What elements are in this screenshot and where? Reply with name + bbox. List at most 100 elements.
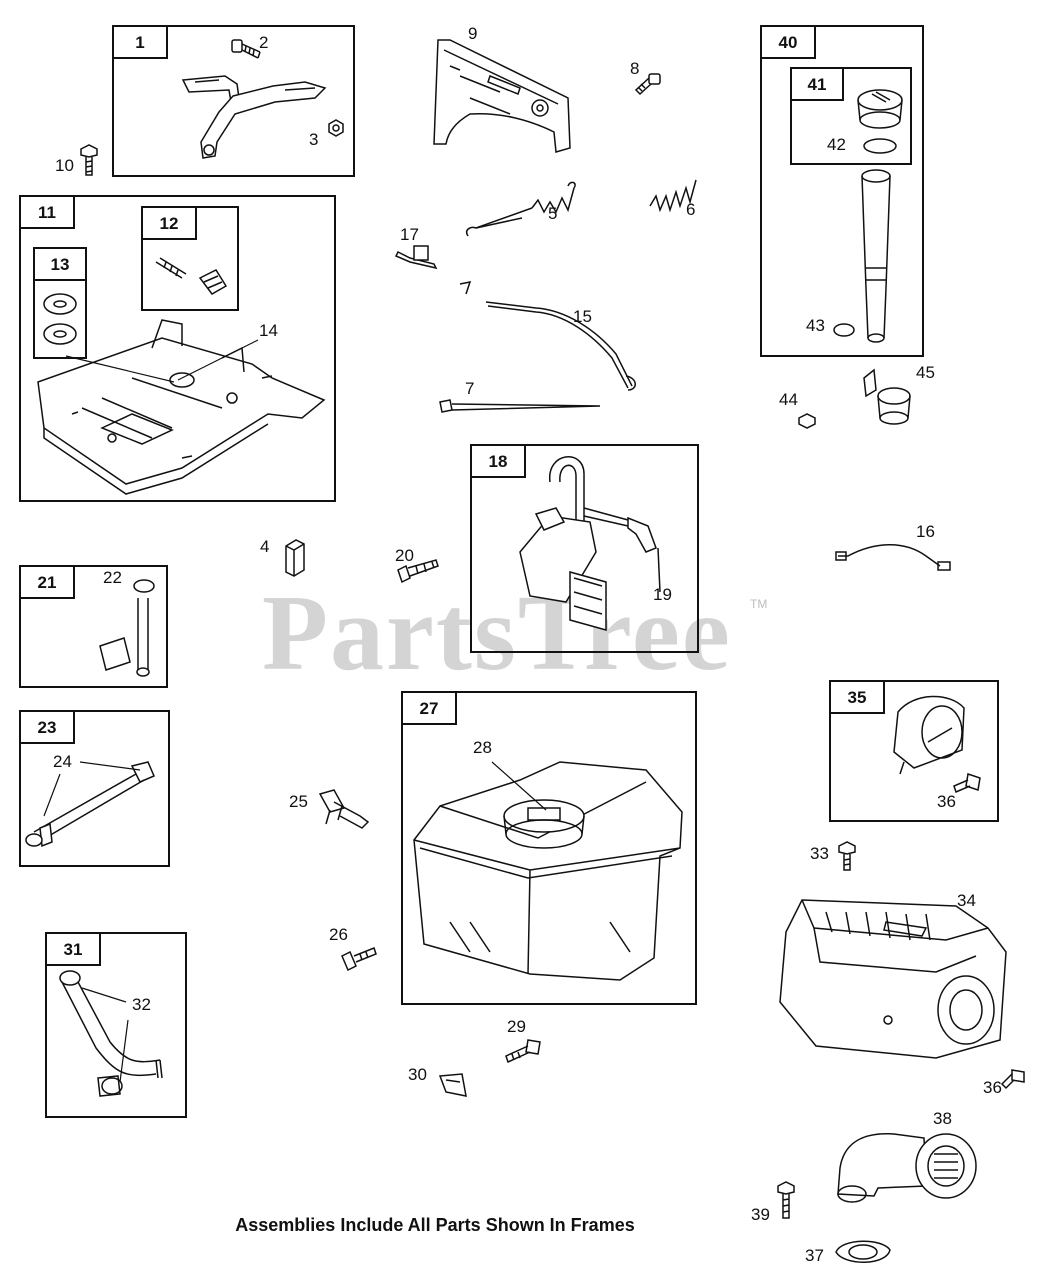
bolt-part-drawing xyxy=(230,38,264,62)
leader-lines-32 xyxy=(80,984,130,1086)
callout-26: 26 xyxy=(329,925,348,944)
oil-fill-cap-drawing xyxy=(852,86,908,156)
assembly-frame-18: 18 xyxy=(470,444,699,653)
screw-part-drawing-39 xyxy=(774,1180,798,1222)
cable-tie-drawing xyxy=(436,396,604,416)
callout-42: 42 xyxy=(827,135,846,154)
assembly-frame-13: 13 xyxy=(33,247,87,359)
breather-hose-drawing xyxy=(56,968,166,1108)
assembly-number-13: 13 xyxy=(33,247,87,281)
assembly-frame-12: 12 xyxy=(141,206,239,311)
fuel-line-drawing xyxy=(96,578,160,682)
assembly-number-31: 31 xyxy=(45,932,101,966)
callout-44: 44 xyxy=(779,390,798,409)
callout-9: 9 xyxy=(468,24,478,43)
fuel-tank-drawing xyxy=(410,752,686,984)
muffler-shield-drawing xyxy=(884,692,970,776)
callout-36-muffler: 36 xyxy=(983,1078,1002,1097)
bolt-part-drawing-20 xyxy=(396,558,440,586)
assembly-number-21: 21 xyxy=(19,565,75,599)
spacer-block-drawing xyxy=(282,538,308,578)
leader-lines-24 xyxy=(40,758,148,820)
callout-5: 5 xyxy=(548,204,558,223)
exhaust-gasket-drawing xyxy=(832,1236,894,1268)
callout-34: 34 xyxy=(957,891,976,910)
callout-10: 10 xyxy=(55,156,74,175)
fuel-hose-drawing xyxy=(22,758,160,850)
callout-20: 20 xyxy=(395,546,414,565)
assembly-frame-41: 41 xyxy=(790,67,912,165)
ground-wire-drawing xyxy=(834,536,954,576)
assembly-frame-27: 27 xyxy=(401,691,697,1005)
washer-set-drawing xyxy=(38,290,82,350)
adjusting-screw-drawing xyxy=(152,252,232,304)
assembly-number-40: 40 xyxy=(760,25,816,59)
assembly-frame-23: 23 xyxy=(19,710,170,867)
tube-clamp-drawing xyxy=(860,366,914,426)
callout-38: 38 xyxy=(933,1109,952,1128)
control-plate-assembly-drawing xyxy=(32,318,328,488)
callout-15: 15 xyxy=(573,307,592,326)
assembly-number-11: 11 xyxy=(19,195,75,229)
screw-part-drawing-36a xyxy=(950,770,984,800)
assembly-frame-35: 35 xyxy=(829,680,999,822)
assembly-frame-31: 31 xyxy=(45,932,187,1118)
callout-32: 32 xyxy=(132,995,151,1014)
bracket-part-drawing xyxy=(430,36,575,156)
screw-part-drawing-8 xyxy=(633,72,663,96)
callout-3: 3 xyxy=(309,130,319,149)
governor-spring-drawing xyxy=(462,178,582,242)
assembly-number-18: 18 xyxy=(470,444,526,478)
callout-39: 39 xyxy=(751,1205,770,1224)
dipstick-tube-drawing xyxy=(856,168,896,352)
callout-25: 25 xyxy=(289,792,308,811)
compression-spring-drawing xyxy=(646,176,700,214)
partstree-watermark: PartsTree xyxy=(262,574,732,693)
assembly-frame-40: 40 xyxy=(760,25,924,357)
nut-part-drawing xyxy=(325,118,347,138)
clip-part-drawing xyxy=(394,242,440,270)
control-lever-drawing xyxy=(175,72,335,164)
callout-8: 8 xyxy=(630,59,640,78)
callout-2: 2 xyxy=(259,33,269,52)
muffler-drawing xyxy=(776,892,1010,1068)
trademark-mark: TM xyxy=(750,597,768,611)
fuel-valve-drawing xyxy=(314,786,372,832)
callout-45: 45 xyxy=(916,363,935,382)
callout-14: 14 xyxy=(259,321,278,340)
callout-24: 24 xyxy=(53,752,72,771)
screw-part-drawing-10 xyxy=(78,143,100,177)
assembly-frame-21: 21 xyxy=(19,565,168,688)
screw-part-drawing-26 xyxy=(338,944,378,974)
throttle-link-drawing xyxy=(456,280,640,394)
assembly-frame-11: 11 xyxy=(19,195,336,502)
assembly-frame-1: 1 xyxy=(112,25,355,177)
callout-36-shield: 36 xyxy=(937,792,956,811)
grommet-drawing xyxy=(436,1070,470,1100)
screw-part-drawing-29 xyxy=(502,1036,544,1066)
assembly-number-1: 1 xyxy=(112,25,168,59)
callout-28: 28 xyxy=(473,738,492,757)
callout-37: 37 xyxy=(805,1246,824,1265)
callout-6: 6 xyxy=(686,200,696,219)
o-ring-drawing xyxy=(832,322,856,338)
callout-22: 22 xyxy=(103,568,122,587)
callout-4: 4 xyxy=(260,537,270,556)
assemblies-note: Assemblies Include All Parts Shown In Fr… xyxy=(235,1215,635,1235)
assembly-number-27: 27 xyxy=(401,691,457,725)
assembly-number-12: 12 xyxy=(141,206,197,240)
screw-part-drawing-33 xyxy=(836,840,858,872)
callout-19: 19 xyxy=(653,585,672,604)
ignition-coil-drawing xyxy=(510,452,670,642)
callout-33: 33 xyxy=(810,844,829,863)
callout-30: 30 xyxy=(408,1065,427,1084)
assembly-number-41: 41 xyxy=(790,67,844,101)
assembly-number-23: 23 xyxy=(19,710,75,744)
callout-43: 43 xyxy=(806,316,825,335)
leader-line-28 xyxy=(490,758,550,818)
callout-7: 7 xyxy=(465,379,475,398)
screw-part-drawing-44 xyxy=(795,410,821,430)
screw-part-drawing-36b xyxy=(1000,1066,1030,1092)
callout-17: 17 xyxy=(400,225,419,244)
callout-16: 16 xyxy=(916,522,935,541)
